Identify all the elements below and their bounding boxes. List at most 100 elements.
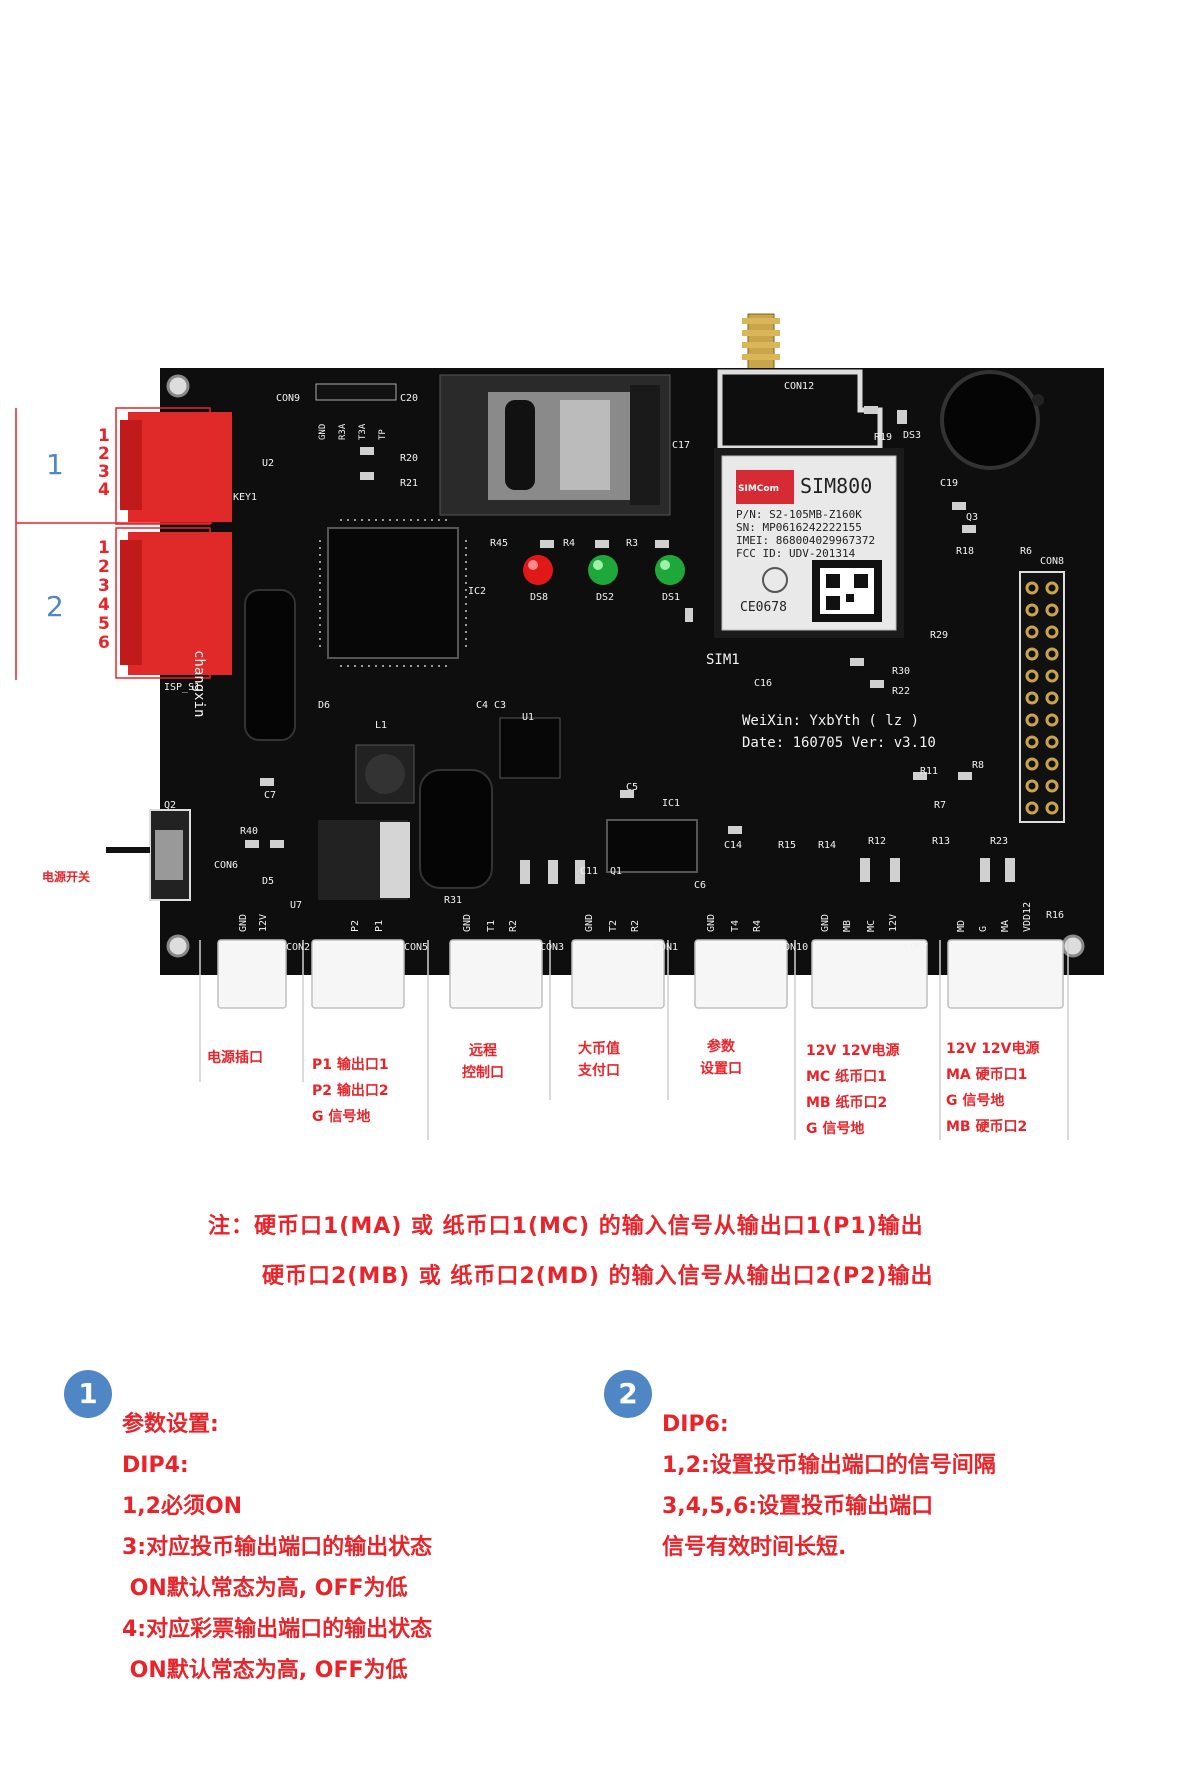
annotation-line: 设置口: [700, 1061, 742, 1077]
annotation-line: G 信号地: [946, 1093, 1005, 1109]
annotation-line: 参数: [707, 1039, 735, 1055]
annotation-line: MB 纸币口2: [806, 1095, 888, 1111]
silk-label: IC2: [468, 586, 487, 597]
sim-label: SIM1: [706, 652, 740, 668]
silk-label: C16: [754, 678, 773, 689]
pin-label: MB: [842, 919, 853, 932]
silk-label: R3: [626, 538, 639, 549]
power-switch-label: 电源开关: [42, 870, 91, 884]
pin-label: GND: [318, 423, 328, 440]
silk-label: C20: [400, 393, 419, 404]
silk-label: R12: [868, 836, 887, 847]
silk-label: R13: [932, 836, 951, 847]
annotation-line: 大币值: [578, 1041, 620, 1057]
silk-label: R19: [874, 432, 893, 443]
silk-label: R4: [563, 538, 576, 549]
silk-label: R40: [240, 826, 259, 837]
silk-label: R21: [400, 478, 419, 489]
pin-label: T4: [730, 919, 741, 932]
silk-label: D6: [318, 700, 331, 711]
section-1-badge: 1: [64, 1370, 112, 1418]
pin-label: 12V: [258, 913, 269, 932]
pin-label: 12V: [888, 913, 899, 932]
silk-label: C4: [476, 700, 489, 711]
pin-label: TP: [378, 429, 388, 440]
silk-label: U1: [522, 712, 535, 723]
pin-label: T1: [486, 919, 497, 932]
dip6-number: 5: [98, 614, 110, 634]
dip6-number: 2: [98, 557, 110, 577]
silk-label: C19: [940, 478, 959, 489]
pin-label: GND: [584, 913, 595, 932]
annotation-line: P2 输出口2: [312, 1083, 389, 1099]
annotation-line: 电源插口: [207, 1050, 263, 1066]
silk-label: U2: [262, 458, 275, 469]
pin-label: R3A: [338, 423, 348, 440]
silk-label: C14: [724, 840, 743, 851]
silk-label: C5: [626, 782, 639, 793]
dip4-number: 1: [98, 426, 110, 446]
chip-ce: CE0678: [740, 600, 787, 615]
connector-annotation: 参数 设置口: [700, 1036, 742, 1080]
section-2-line: 1,2:设置投币输出端口的信号间隔: [662, 1453, 996, 1478]
chip-imei: IMEI: 868004029967372: [736, 534, 876, 547]
silk-label: R8: [972, 760, 985, 771]
pin-label: T3A: [358, 423, 368, 440]
dip4-number: 4: [98, 480, 110, 500]
dip6-number: 1: [98, 538, 110, 558]
silk-label: CON12: [784, 381, 815, 392]
silk-label: C11: [580, 866, 599, 877]
silk-label: R16: [1046, 910, 1065, 921]
pin-label: P1: [374, 919, 385, 932]
dip6-number: 3: [98, 576, 110, 596]
silk-label: R15: [778, 840, 797, 851]
pin-label: G: [978, 925, 989, 932]
pin-label: GND: [238, 913, 249, 932]
date-version: Date: 160705 Ver: v3.10: [742, 735, 936, 751]
silk-label: CON1: [654, 942, 679, 953]
silk-label: CON2: [286, 942, 311, 953]
pin-label: GND: [462, 913, 473, 932]
annotation-line: 远程: [469, 1043, 497, 1059]
chip-sn: SN: MP0616242222155: [736, 521, 862, 534]
annotation-line: 控制口: [462, 1065, 504, 1081]
dip6-number: 4: [98, 595, 110, 615]
silk-label: CON5: [404, 942, 429, 953]
annotation-line: MA 硬币口1: [946, 1067, 1028, 1083]
pin-label: R4: [752, 919, 763, 932]
silk-label: KEY1: [233, 492, 258, 503]
silk-label: CON3: [540, 942, 565, 953]
pin-label: R2: [508, 919, 519, 932]
silk-label: Q3: [966, 512, 979, 523]
section-2-line: 3,4,5,6:设置投币输出端口: [662, 1494, 934, 1519]
section-1-line: 1,2必须ON: [122, 1494, 243, 1519]
silk-label: DS1: [662, 592, 681, 603]
dip4-group-label: 1: [46, 448, 64, 481]
connector-annotation: 远程 控制口: [462, 1040, 504, 1084]
silk-label: D5: [262, 876, 275, 887]
section-1-text: 参数设置: DIP4: 1,2必须ON 3:对应投币输出端口的输出状态 ON默认…: [122, 1404, 432, 1691]
section-2-line: DIP6:: [662, 1412, 729, 1437]
silk-label: DS8: [530, 592, 549, 603]
section-1-line: 3:对应投币输出端口的输出状态: [122, 1535, 433, 1560]
note-line-2: 硬币口2(MB) 或 纸币口2(MD) 的输入信号从输出口2(P2)输出: [262, 1264, 934, 1289]
section-2-line: 信号有效时间长短.: [662, 1535, 847, 1560]
dip6-number: 6: [98, 633, 110, 653]
annotation-line: G 信号地: [806, 1121, 865, 1137]
annotation-line: P1 输出口1: [312, 1057, 389, 1073]
silk-label: R29: [930, 630, 949, 641]
connector-annotation: 12V 12V电源 MA 硬币口1 G 信号地 MB 硬币口2: [946, 1036, 1040, 1140]
silk-label: DS3: [903, 430, 922, 441]
silk-label: R7: [934, 800, 947, 811]
annotation-line: 12V 12V电源: [806, 1043, 900, 1059]
section-1-line: 4:对应彩票输出端口的输出状态: [122, 1617, 433, 1642]
pin-label: GND: [820, 913, 831, 932]
silk-label: R11: [920, 766, 939, 777]
silk-label: C17: [672, 440, 691, 451]
silk-label: C6: [694, 880, 707, 891]
pin-label: P2: [350, 919, 361, 932]
connector-annotation: 电源插口: [207, 1045, 263, 1071]
silk-label: C3: [494, 700, 507, 711]
dip6-group-label: 2: [46, 590, 64, 623]
